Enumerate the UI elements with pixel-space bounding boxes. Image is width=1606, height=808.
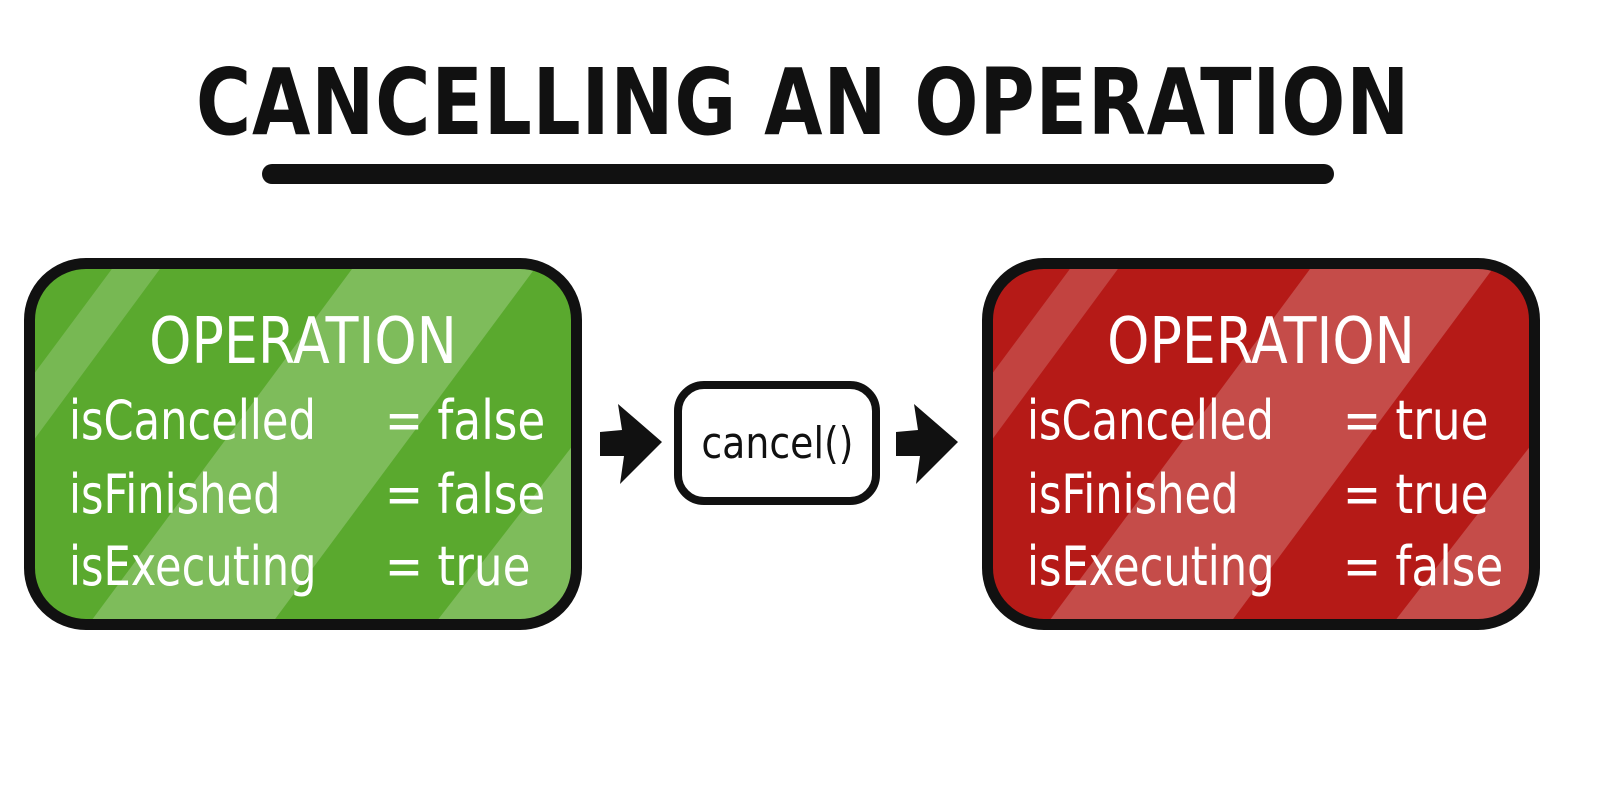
property-name-iscancelled: isCancelled <box>69 389 316 452</box>
operation-heading: OPERATION <box>1107 305 1415 379</box>
cancel-label: cancel() <box>700 417 854 469</box>
property-name-iscancelled: isCancelled <box>1027 389 1274 452</box>
property-value-iscancelled: = true <box>1343 389 1489 452</box>
title-underline <box>262 164 1334 184</box>
arrow-right-icon <box>600 404 662 484</box>
operation-after-box: OPERATION isCancelled = true isFinished … <box>982 258 1540 630</box>
operation-heading: OPERATION <box>149 305 457 379</box>
property-value-isexecuting: = true <box>385 535 531 598</box>
property-name-isfinished: isFinished <box>1027 463 1239 526</box>
arrow-right-icon <box>896 404 958 484</box>
property-name-isfinished: isFinished <box>69 463 281 526</box>
cancel-action-box: cancel() <box>674 381 880 505</box>
property-value-isexecuting: = false <box>1343 535 1504 598</box>
property-value-isfinished: = true <box>1343 463 1489 526</box>
gloss-stripes <box>993 269 1529 619</box>
operation-before-box: OPERATION isCancelled = false isFinished… <box>24 258 582 630</box>
property-name-isexecuting: isExecuting <box>69 535 317 598</box>
property-value-iscancelled: = false <box>385 389 546 452</box>
property-name-isexecuting: isExecuting <box>1027 535 1275 598</box>
diagram-title: CANCELLING AN OPERATION <box>195 49 1411 156</box>
gloss-stripes <box>35 269 571 619</box>
property-value-isfinished: = false <box>385 463 546 526</box>
